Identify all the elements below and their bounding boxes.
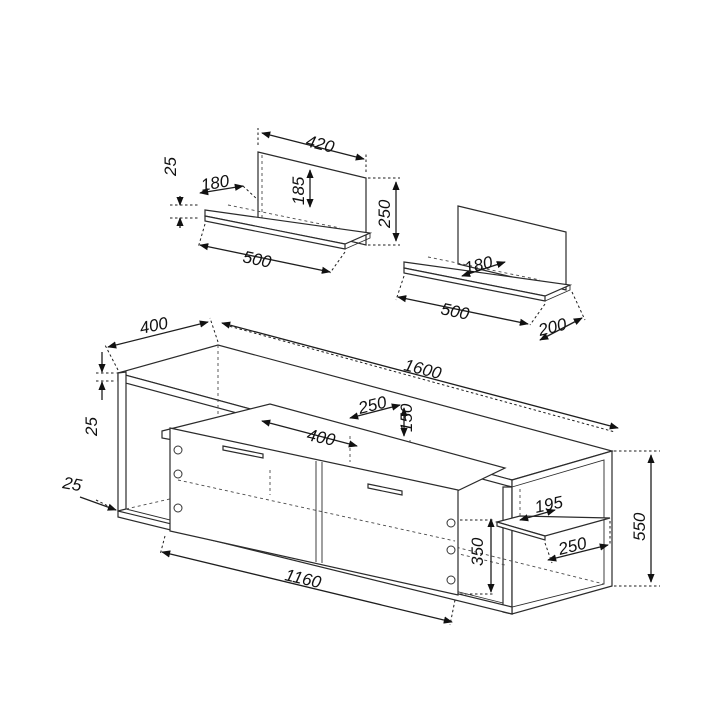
wall-shelf-left: [204, 151, 373, 250]
dim-shelf2-side: 200: [535, 314, 569, 340]
dim-shelf1-length: 500: [241, 247, 273, 272]
dim-inner-width: 1160: [283, 565, 323, 592]
tv-unit-dimensions: [79, 317, 660, 626]
shelf1-dimensions: [170, 128, 400, 274]
dim-unit-height: 550: [630, 512, 649, 541]
dim-shelf1-thickness: 25: [161, 157, 180, 177]
dim-shelf1-back-height: 250: [375, 199, 394, 229]
tv-unit: [115, 344, 615, 615]
dim-shelf1-width: 420: [304, 131, 337, 156]
dim-unit-depth: 400: [138, 313, 170, 338]
dim-unit-top-thickness: 25: [82, 417, 101, 437]
dim-compartment-height: 350: [468, 537, 487, 566]
dim-shelf1-depth: 180: [199, 171, 231, 195]
dim-shelf2-length: 500: [439, 299, 471, 324]
dim-shelf1-inner-height: 185: [289, 176, 308, 205]
dim-unit-length: 1600: [402, 355, 444, 383]
dim-unit-bottom-thickness: 25: [60, 473, 83, 495]
dim-inner-shelf-height: 150: [397, 403, 416, 432]
